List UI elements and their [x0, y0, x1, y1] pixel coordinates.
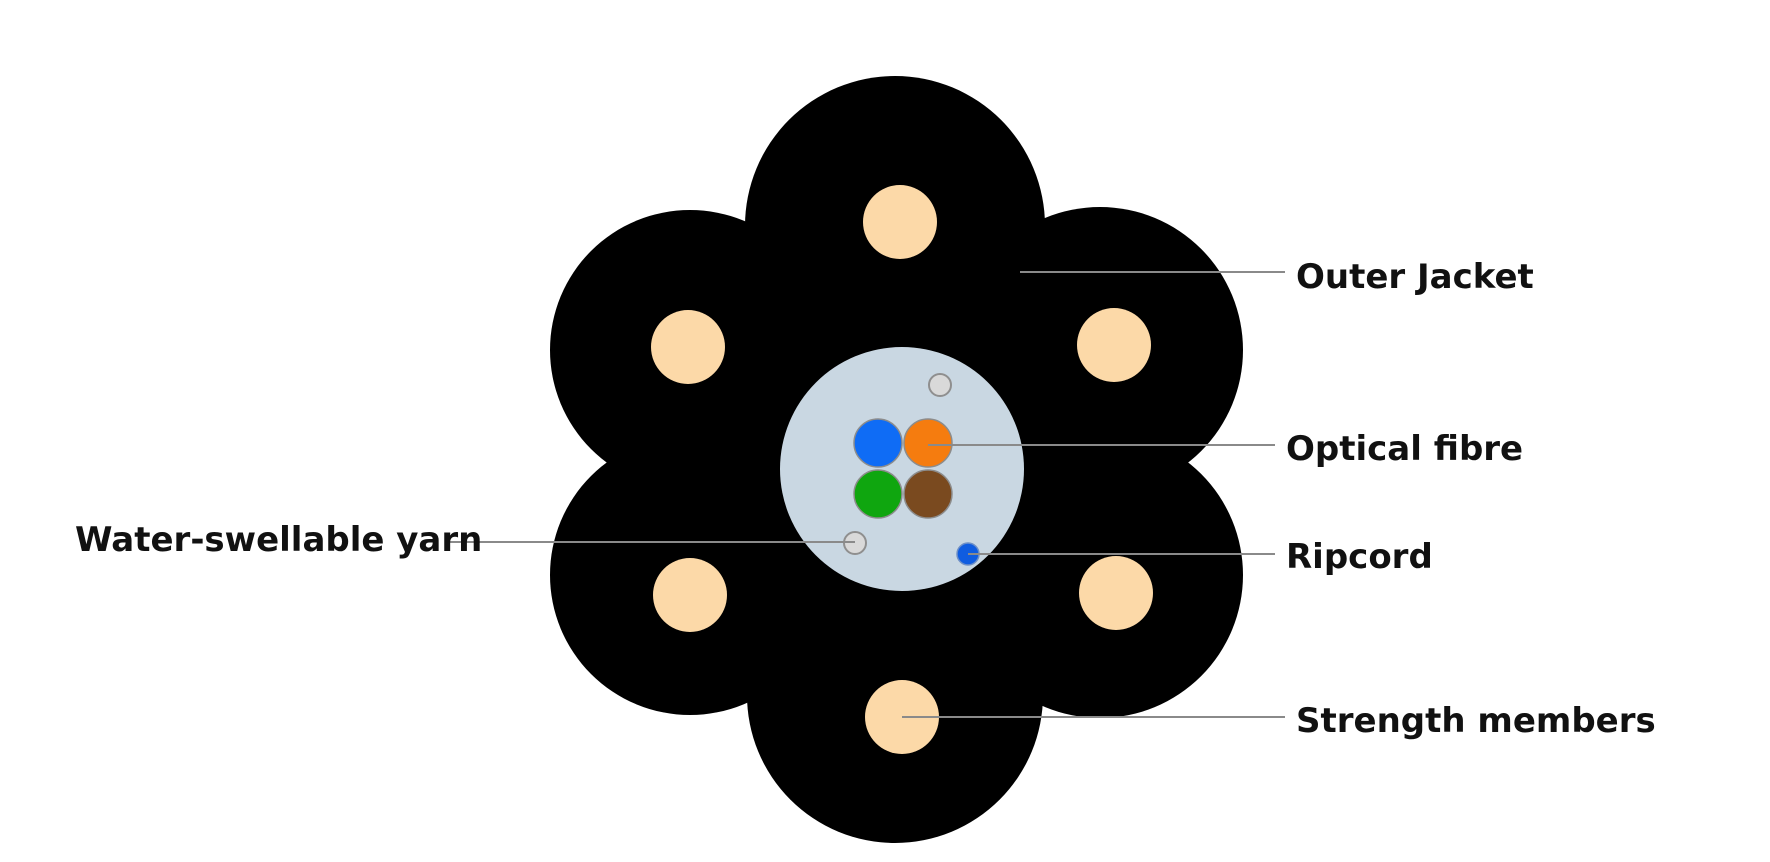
buffer-tube: [780, 347, 1024, 591]
label-optical-fibre: Optical fibre: [1286, 429, 1523, 469]
optical-fibre-brown: [903, 469, 953, 519]
strength-member-upper-left: [651, 310, 725, 384]
label-ripcord: Ripcord: [1286, 537, 1433, 577]
strength-member-top: [863, 185, 937, 259]
label-water-swellable-yarn: Water-swellable yarn: [75, 520, 482, 560]
optical-fibre-green: [853, 469, 903, 519]
water-swellable-yarn-strand-top: [928, 373, 952, 397]
label-outer-jacket: Outer Jacket: [1296, 257, 1534, 297]
strength-member-upper-right: [1077, 308, 1151, 382]
strength-member-lower-left: [653, 558, 727, 632]
optical-fibre-blue: [853, 418, 903, 468]
optical-fibre-orange: [903, 418, 953, 468]
strength-member-lower-right: [1079, 556, 1153, 630]
label-strength-members: Strength members: [1296, 701, 1656, 741]
